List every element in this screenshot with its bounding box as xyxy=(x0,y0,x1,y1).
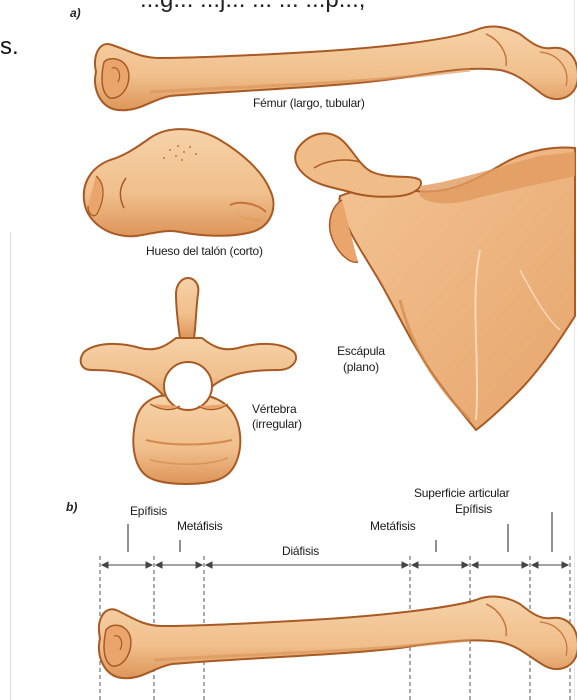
vertebra-bone xyxy=(81,278,296,484)
panel-b-label: b) xyxy=(66,500,77,514)
epifisis-left-label: Epífisis xyxy=(130,504,167,518)
heel-bone xyxy=(84,129,274,236)
vertebra-label-line2: (irregular) xyxy=(252,417,302,431)
femur-label: Fémur (largo, tubular) xyxy=(253,96,365,110)
heel-bone-label: Hueso del talón (corto) xyxy=(146,244,263,258)
epifisis-right-label: Epífisis xyxy=(455,502,492,516)
vertebra-label-line1: Vértebra xyxy=(252,402,296,416)
scapula-label-line2: (plano) xyxy=(330,360,392,374)
femur-bottom xyxy=(99,597,577,679)
superficie-articular-label: Superficie articular xyxy=(414,486,509,500)
dimension-arrows xyxy=(102,562,568,568)
scapula-label-line1: Escápula xyxy=(330,344,392,358)
metafisis-right-label: Metáfisis xyxy=(370,519,416,533)
panel-a-label: a) xyxy=(70,6,81,20)
scapula-bone xyxy=(295,133,575,430)
diafisis-label: Diáfisis xyxy=(282,544,319,558)
metafisis-left-label: Metáfisis xyxy=(177,519,223,533)
